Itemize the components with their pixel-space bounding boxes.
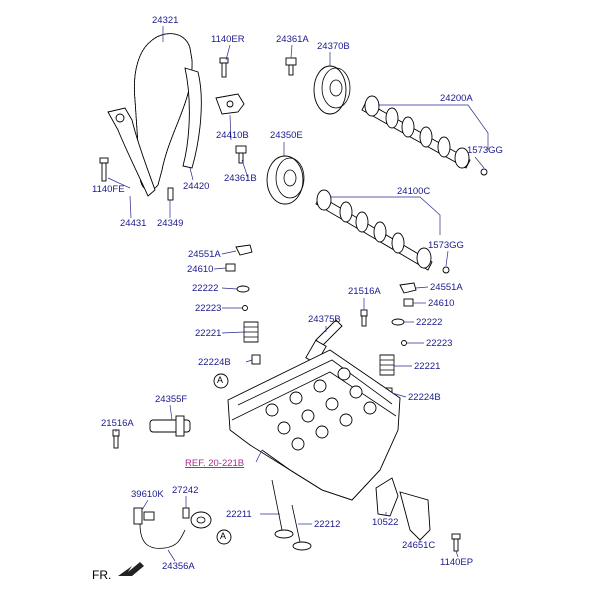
knock-sensor [182, 507, 212, 529]
label-24349: 24349 [157, 218, 184, 229]
label-1140er: 1140ER [211, 34, 245, 45]
label-24355f: 24355F [155, 394, 188, 405]
label-39610k: 39610K [131, 489, 164, 500]
cam-position-sensor [133, 507, 186, 549]
label-1140fe: 1140FE [92, 184, 125, 195]
label-22222-right: 22222 [416, 317, 443, 328]
leader-lines [107, 26, 489, 562]
label-24356a: 24356A [162, 561, 195, 572]
label-24551a-left: 24551A [188, 249, 221, 260]
bolt-21516a-top [360, 309, 368, 327]
intake-camshaft [361, 95, 471, 169]
label-22223-right: 22223 [426, 338, 453, 349]
label-24361b: 24361B [224, 173, 257, 184]
label-24350e: 24350E [270, 130, 303, 141]
label-24370b: 24370B [317, 41, 350, 52]
cylinder-head [227, 349, 401, 501]
bolt-24349 [167, 187, 174, 201]
label-1573gg-a: 1573GG [467, 145, 503, 156]
label-1573gg-b: 1573GG [428, 240, 464, 251]
plug-1573gg-a [480, 168, 488, 176]
front-arrow-icon [118, 562, 144, 576]
label-24431: 24431 [120, 218, 147, 229]
exhaust-valve [291, 504, 312, 551]
chain-guide [182, 67, 202, 169]
label-22222-left: 22222 [192, 283, 219, 294]
label-24375b: 24375B [308, 314, 341, 325]
label-10522: 10522 [372, 517, 399, 528]
plug-1573gg-b [442, 266, 450, 274]
label-21516a-top: 21516A [348, 286, 381, 297]
exhaust-cam-sprocket [266, 155, 305, 205]
marker-a: A [217, 375, 224, 385]
ref-link[interactable]: REF. 20-221B [185, 458, 245, 469]
label-22224b-right: 22224B [408, 392, 441, 403]
marker-a2: A [220, 531, 227, 541]
oil-control-valve-left [149, 415, 191, 437]
bolt-1140ep [451, 533, 461, 552]
label-24610-left: 24610 [187, 264, 214, 275]
label-24420: 24420 [183, 181, 210, 192]
intake-cam-sprocket [313, 65, 351, 115]
bolt-21516a-left [112, 429, 120, 449]
label-27242: 27242 [172, 485, 199, 496]
label-1140ep: 1140EP [440, 557, 474, 568]
label-22212: 22212 [314, 519, 341, 530]
label-24551a-right: 24551A [430, 282, 463, 293]
label-22221-right: 22221 [414, 361, 441, 372]
left-valve-parts [225, 244, 261, 365]
label-21516a-left: 21516A [101, 418, 134, 429]
label-24410b: 24410B [216, 130, 249, 141]
chain-tensioner [215, 93, 245, 115]
exhaust-camshaft [315, 189, 433, 271]
label-24610-right: 24610 [428, 298, 455, 309]
timing-chain [133, 33, 193, 191]
right-valve-parts [379, 282, 417, 398]
label-24651c: 24651C [402, 540, 436, 551]
bolt-1140fe [99, 157, 109, 182]
label-24100c: 24100C [397, 186, 431, 197]
label-22224b-left: 22224B [198, 357, 231, 368]
bolt-1140er [219, 57, 229, 78]
label-24321: 24321 [152, 15, 179, 26]
bolt-24361a [285, 57, 297, 76]
label-24200a: 24200A [440, 93, 473, 104]
cover-10522 [375, 477, 399, 517]
label-22211: 22211 [226, 509, 252, 520]
bolt-24361b [235, 145, 247, 164]
tensioner-arm [107, 107, 156, 197]
intake-valve [271, 479, 294, 539]
marker-a-circle [213, 373, 229, 389]
marker-a2-circle [216, 529, 232, 545]
label-22223-left: 22223 [195, 303, 222, 314]
label-22221-left: 22221 [195, 328, 222, 339]
bracket-24651c [399, 491, 431, 541]
front-direction-label: FR. [92, 568, 112, 582]
label-24361a: 24361A [276, 34, 309, 45]
